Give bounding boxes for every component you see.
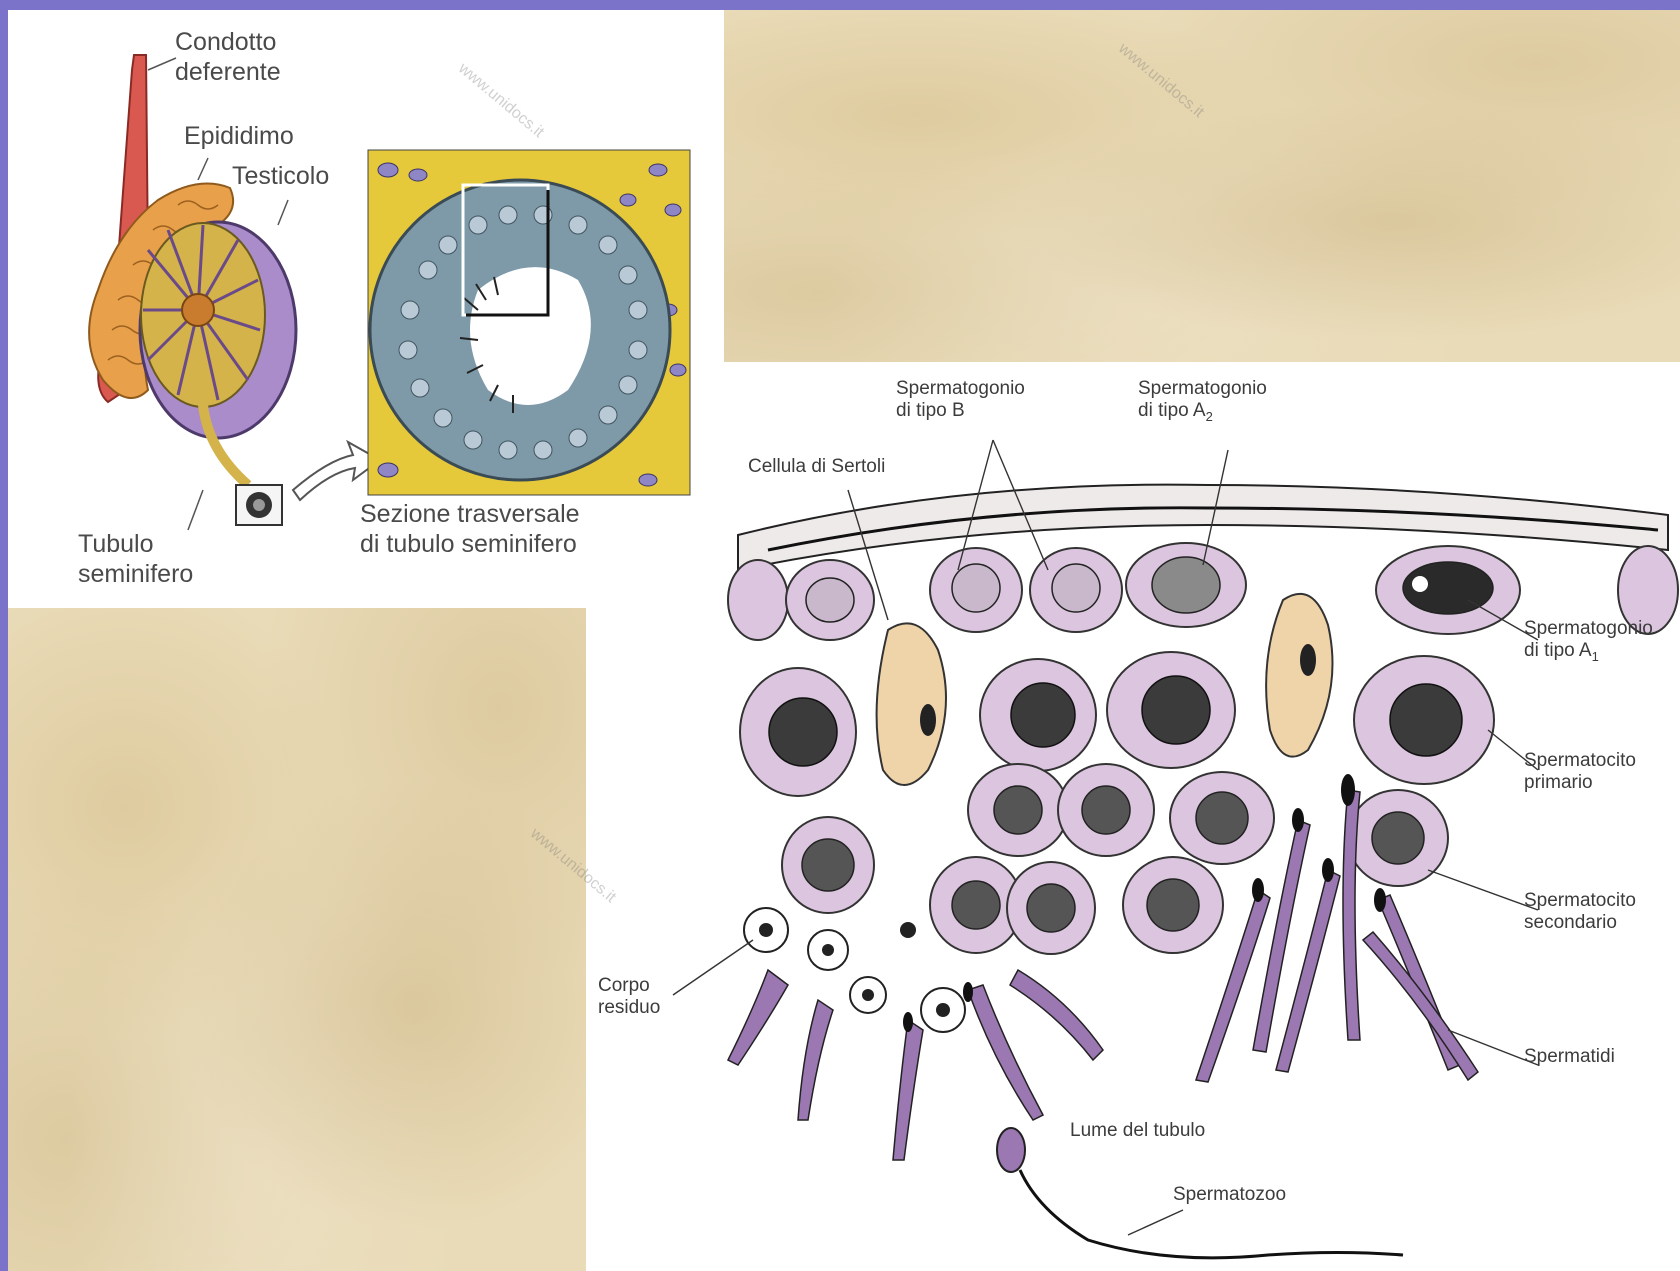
label-spermatogonio-tipo-a2: Spermatogonio di tipo A2 — [1138, 378, 1267, 425]
label-spermatogonio-tipo-a1: Spermatogonio di tipo A1 — [1524, 618, 1653, 665]
subscript-a1: 1 — [1592, 649, 1599, 664]
label-cellula-di-sertoli: Cellula di Sertoli — [748, 456, 885, 478]
label-spermatidi: Spermatidi — [1524, 1046, 1615, 1068]
label-condotto-deferente: Condotto deferente — [175, 28, 281, 87]
label-lume-del-tubulo: Lume del tubulo — [1070, 1120, 1205, 1142]
label-corpo-residuo: Corpo residuo — [598, 975, 660, 1020]
subscript-a2: 2 — [1206, 409, 1213, 424]
label-spermatozoo: Spermatozoo — [1173, 1184, 1286, 1206]
label-testicolo: Testicolo — [232, 162, 329, 192]
label-sezione-trasversale: Sezione trasversale di tubulo seminifero — [360, 500, 580, 559]
label-spermatogonio-tipo-b: Spermatogonio di tipo B — [896, 378, 1025, 423]
label-epididimo: Epididimo — [184, 122, 294, 152]
label-spermatocito-secondario: Spermatocito secondario — [1524, 890, 1636, 935]
slide-canvas: www.unidocs.it www.unidocs.it www.unidoc… — [8, 10, 1680, 1271]
parchment-panel-top-right — [724, 10, 1680, 362]
label-tubulo-seminifero: Tubulo seminifero — [78, 530, 193, 589]
label-spermatocito-primario: Spermatocito primario — [1524, 750, 1636, 795]
parchment-panel-bottom-left — [8, 608, 586, 1271]
